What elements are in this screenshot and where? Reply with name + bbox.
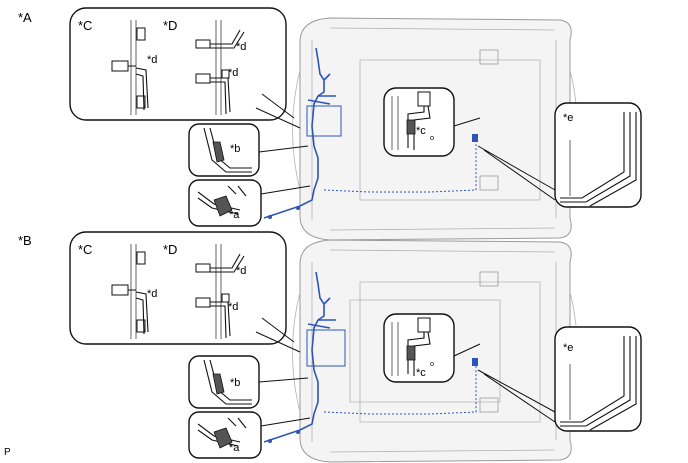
inset-a-a: *a — [188, 179, 262, 227]
label-e-b: *e — [563, 342, 573, 354]
label-c-b: *C — [78, 242, 92, 257]
inset-c-d-b: *C *D *d *d *d — [69, 231, 287, 345]
label-dd-b-1: *d — [147, 288, 157, 300]
leader-b-b — [258, 377, 309, 383]
inset-b-a: *b — [188, 123, 260, 177]
leader-b-a — [258, 145, 309, 153]
inset-a-b: *a — [188, 411, 262, 459]
label-c-a: *C — [78, 18, 92, 33]
inset-c-d-a: *C *D *d *d *d — [69, 7, 287, 121]
label-dd-b-3: *d — [228, 301, 238, 313]
label-d-a: *D — [163, 18, 177, 33]
leader-e-b — [477, 369, 556, 423]
label-d-b: *D — [163, 242, 177, 257]
leader-c-a — [453, 117, 481, 127]
label-dd-a-1: *d — [147, 54, 157, 66]
label-a-b: *a — [229, 442, 240, 454]
leader-a-a — [260, 185, 311, 195]
label-dd-b-2: *d — [236, 265, 246, 277]
label-a-a: *a — [229, 209, 240, 221]
label-dd-a-2: *d — [236, 41, 246, 53]
label-b-a: *b — [230, 143, 240, 155]
inset-c-a: *c — [383, 87, 455, 157]
view-a-label: *A — [18, 10, 32, 25]
view-a: *A *C *D *d *d *d *b *a — [18, 7, 642, 241]
leader-c-d-a — [255, 93, 301, 129]
roof-panel-b — [263, 239, 578, 463]
view-b-label: *B — [18, 233, 32, 248]
label-b-b: *b — [230, 377, 240, 389]
view-b: *B *C *D *d *d *d *b *a — [18, 231, 642, 463]
leader-c-d-b — [255, 317, 301, 353]
inset-e-b: *e — [554, 326, 642, 432]
leader-c-b — [453, 343, 481, 357]
leader-e-a — [477, 145, 556, 201]
inset-c-b: *c — [383, 313, 455, 383]
label-cc-a: *c — [416, 125, 426, 137]
inset-e-a: *e — [554, 102, 642, 208]
page-code: P — [4, 447, 11, 458]
inset-b-b: *b — [188, 355, 260, 409]
label-e-a: *e — [563, 112, 573, 124]
roof-panel-a — [263, 17, 578, 241]
label-dd-a-3: *d — [228, 67, 238, 79]
leader-a-b — [260, 417, 311, 427]
label-cc-b: *c — [416, 367, 426, 379]
